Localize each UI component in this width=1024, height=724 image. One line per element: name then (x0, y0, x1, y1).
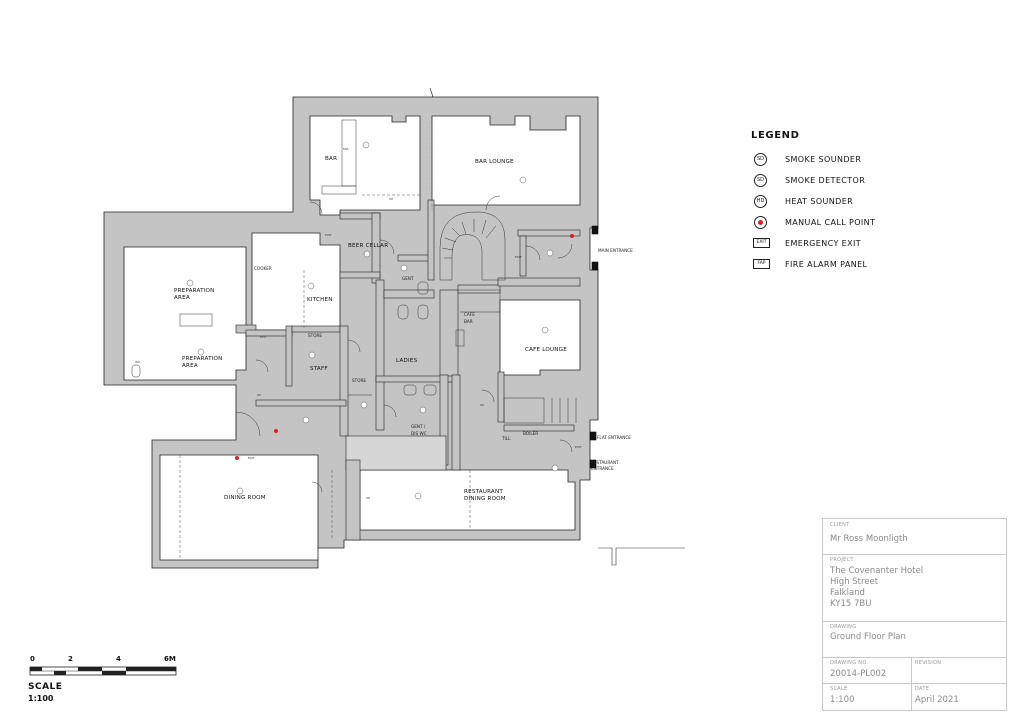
room-cafe-bar-line1: CAFE (464, 312, 475, 317)
exit-mark: EXIT (575, 445, 582, 449)
scale-tick-0: 0 (30, 655, 35, 663)
scale-tick-6m: 6M (164, 655, 176, 663)
fap-mark: FAP (343, 147, 349, 151)
legend-label: MANUAL CALL POINT (785, 218, 876, 227)
date-label: DATE (915, 686, 930, 692)
room-gent: GENT (402, 276, 414, 281)
client-value: Mr Ross Moonligth (830, 534, 908, 544)
outer-walls (103, 96, 599, 569)
wc-mark: WC (135, 360, 140, 364)
room-dining-room: DINING ROOM (224, 495, 266, 501)
scale-word: SCALE (28, 682, 63, 692)
drawing-label: DRAWING (830, 624, 857, 630)
legend-label: HEAT SOUNDER (785, 197, 854, 206)
room-bar: BAR (325, 156, 337, 162)
legend-title: LEGEND (751, 130, 800, 141)
exit-mark: EXIT (325, 233, 332, 237)
legend-label: SMOKE DETECTOR (785, 176, 866, 185)
title-block: CLIENT Mr Ross Moonligth PROJECT The Cov… (822, 518, 1007, 711)
exit-mark: EXIT (515, 255, 522, 259)
entrance-markers (429, 87, 599, 469)
small-marks: UP UP UP UP EXIT EXIT EXIT EXIT EXIT FAP… (135, 147, 582, 500)
room-restaurant-dining-line2: DINING ROOM (464, 496, 506, 502)
room-bar-lounge: BAR LOUNGE (475, 159, 514, 165)
room-till: TILL (501, 436, 511, 441)
room-ladies: LADIES (396, 358, 418, 364)
legend-label: EMERGENCY EXIT (785, 239, 862, 248)
room-staff: STAFF (310, 366, 328, 372)
door-swings (235, 195, 573, 493)
client-label: CLIENT (830, 522, 850, 528)
room-cafe-lounge: CAFE LOUNGE (525, 347, 567, 353)
scale-tick-4: 4 (116, 655, 121, 663)
heat-sounder-icon: HD (751, 195, 771, 209)
legend-item-smoke-sounder: SD SMOKE SOUNDER (751, 153, 951, 174)
project-line-3: Falkland (830, 588, 865, 598)
room-labels: BAR BAR LOUNGE BEER CELLAR GENT PREPARAT… (174, 156, 633, 502)
scale-bar: 0 2 4 6M SCALE 1:100 (28, 655, 188, 707)
project-line-4: KY15 7BU (830, 599, 872, 609)
fire-alarm-panel-icon: FAP (751, 258, 771, 272)
up-mark: UP (480, 403, 484, 407)
room-cafe-bar-line2: BAR (464, 319, 473, 324)
room-preparation-area-2-line2: AREA (182, 363, 198, 369)
room-boiler: BOILER (523, 431, 538, 436)
revision-label: REVISION (915, 660, 942, 666)
detector-devices (186, 141, 559, 500)
room-store-2: STORE (352, 378, 366, 383)
room-store-1: STORE (308, 333, 322, 338)
room-gent-dis-wc-line1: GENT / (411, 424, 426, 429)
interior-walls (235, 199, 581, 541)
project-line-2: High Street (830, 577, 879, 587)
scale-tick-2: 2 (68, 655, 73, 663)
smoke-sounder-icon: SD (751, 153, 771, 167)
scale-label: SCALE (830, 686, 848, 692)
main-entrance-label: MAIN ENTRANCE (598, 248, 633, 253)
fixtures (131, 119, 577, 424)
project-line-1: The Covenanter Hotel (830, 566, 924, 576)
room-restaurant-dining-line1: RESTAURANT (464, 489, 503, 495)
exit-mark: EXIT (248, 456, 255, 460)
legend-label: FIRE ALARM PANEL (785, 260, 868, 269)
room-gent-dis-wc-line2: DIS WC (411, 431, 427, 436)
room-preparation-area-2-line1: PREPARATION (182, 356, 223, 362)
room-beer-cellar: BEER CELLAR (348, 243, 388, 249)
restaurant-entrance-line2: ENTRANCE (591, 466, 614, 471)
date-value: April 2021 (915, 695, 959, 705)
emergency-exit-icon: EXIT (751, 237, 771, 251)
drawing-no-label: DRAWING NO. (830, 660, 869, 666)
dashed-lines (179, 124, 471, 560)
up-mark: UP (366, 496, 370, 500)
legend-item-manual-call-point: MANUAL CALL POINT (751, 216, 951, 237)
scale-value: 1:100 (830, 695, 855, 705)
drawing-value: Ground Floor Plan (830, 632, 906, 642)
scale-bar-graphic (29, 666, 177, 676)
drawing-no-value: 20014-PL002 (830, 669, 887, 679)
smoke-detector-icon: SD (751, 174, 771, 188)
exit-mark: EXIT (260, 335, 267, 339)
legend-item-fire-alarm-panel: FAP FIRE ALARM PANEL (751, 258, 951, 279)
manual-call-point-icon (751, 216, 771, 230)
legend-item-heat-sounder: HD HEAT SOUNDER (751, 195, 951, 216)
legend-item-emergency-exit: EXIT EMERGENCY EXIT (751, 237, 951, 258)
room-preparation-area-1-line2: AREA (174, 295, 190, 301)
legend-item-smoke-detector: SD SMOKE DETECTOR (751, 174, 951, 195)
scale-ratio: 1:100 (28, 694, 54, 703)
room-cooker: COOKER (254, 266, 272, 271)
room-kitchen: KITCHEN (307, 297, 333, 303)
manual-call-points (235, 234, 574, 460)
room-preparation-area-1-line1: PREPARATION (174, 288, 215, 294)
flat-entrance-label: FLAT ENTRANCE (597, 435, 631, 440)
up-mark: UP (257, 393, 261, 397)
up-mark: UP (389, 197, 393, 201)
legend-label: SMOKE SOUNDER (785, 155, 862, 164)
site-lines (598, 547, 685, 566)
restaurant-entrance-line1: RESTAURANT (591, 460, 619, 465)
legend: LEGEND SD SMOKE SOUNDER SD SMOKE DETECTO… (751, 130, 951, 279)
project-label: PROJECT (830, 557, 854, 563)
